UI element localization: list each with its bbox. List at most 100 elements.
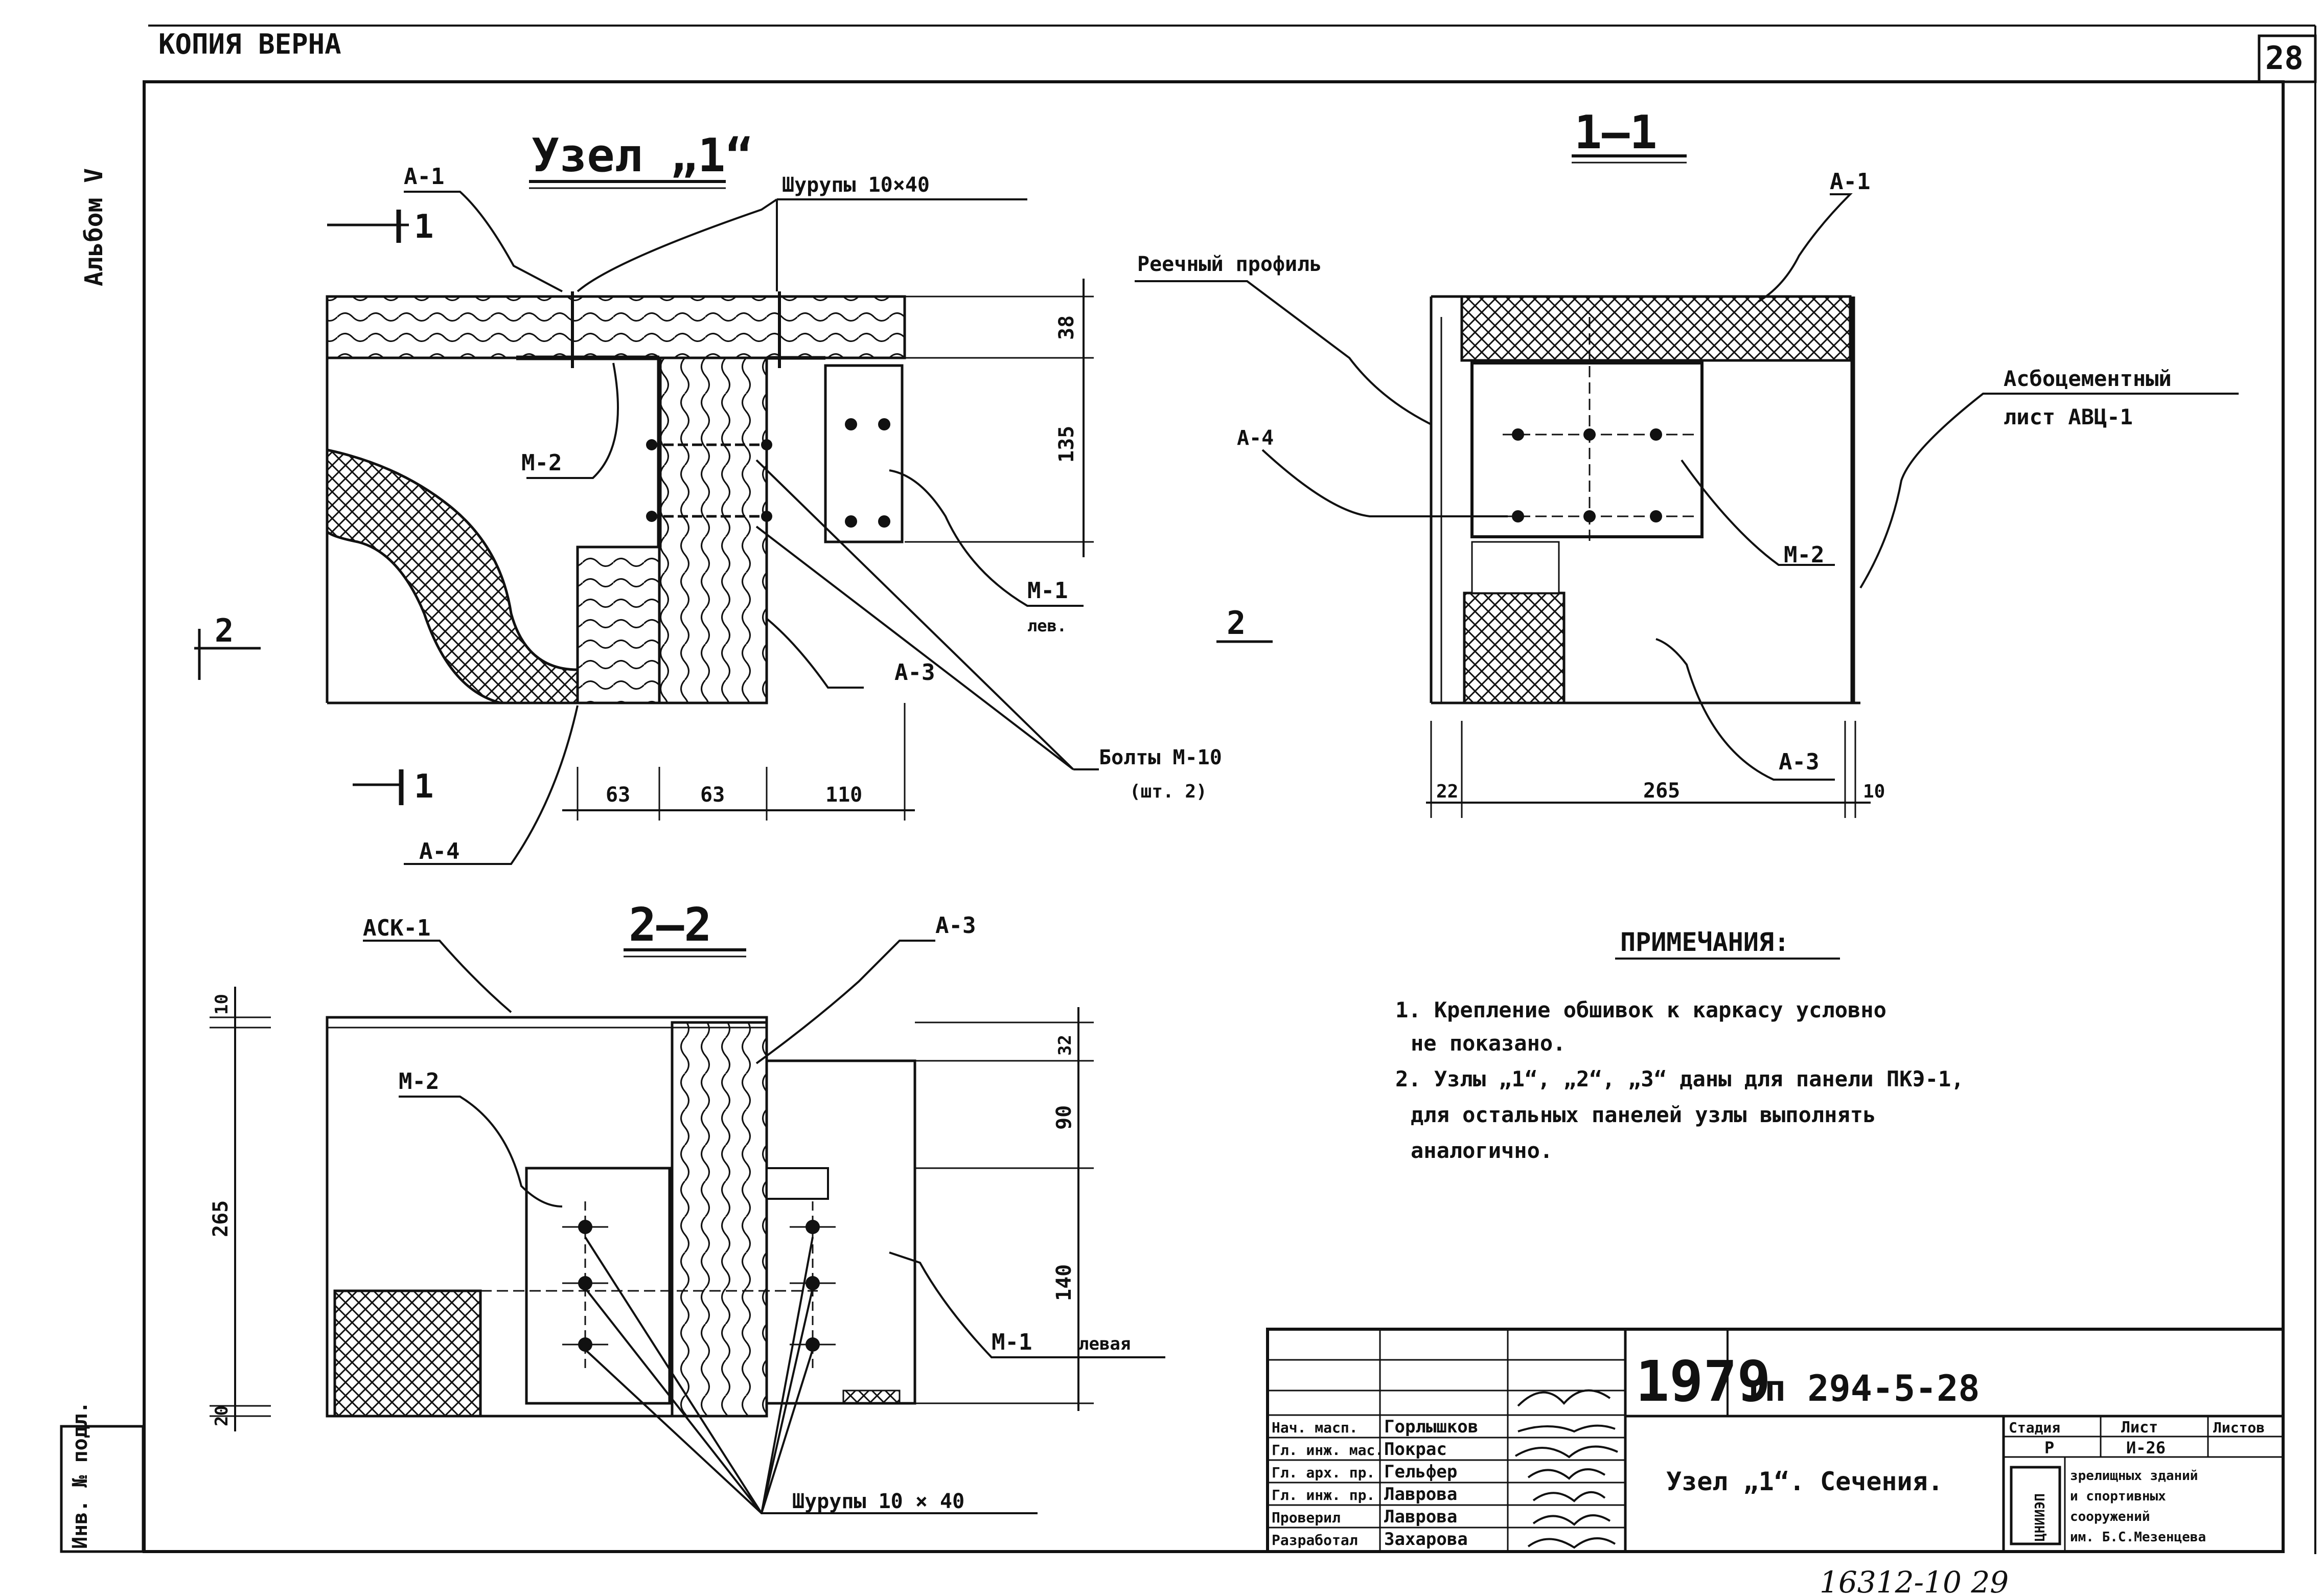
- plate-m1-2-2: [765, 1059, 916, 1405]
- node1-view: Узел „1“ 1 1: [194, 129, 1222, 865]
- section-1-1-view: 1—1 2 22 265 10 Реечный профиль: [1135, 106, 2239, 818]
- top-board: [326, 295, 906, 359]
- role-2: Гл. инж. мас.: [1272, 1442, 1384, 1459]
- label-m2-right: М-2: [1784, 542, 1824, 568]
- insulation-section: [1463, 591, 1566, 704]
- label-a4-right: А-4: [1237, 426, 1274, 450]
- signatures: [1514, 1389, 1618, 1549]
- inventory-label: Инв. № подл.: [68, 1401, 92, 1549]
- notes-heading: ПРИМЕЧАНИЯ:: [1620, 927, 1789, 957]
- org-line-1: зрелищных зданий: [2070, 1468, 2198, 1484]
- label-a3-left: А-3: [894, 659, 935, 686]
- label-ask1: АСК-1: [363, 915, 430, 941]
- dim-63b: 63: [700, 783, 725, 807]
- label-screws-bottom: Шурупы 10 × 40: [792, 1490, 964, 1513]
- album-label: Альбом V: [80, 168, 108, 286]
- label-m1-left-sub: лев.: [1027, 616, 1067, 635]
- dim-22: 22: [1436, 781, 1458, 802]
- stage-label: Стадия: [2009, 1419, 2060, 1436]
- section-2-2-view: 2—2 10 26: [209, 898, 1165, 1514]
- label-a1-right: А-1: [1830, 169, 1870, 195]
- label-rail-profile: Реечный профиль: [1137, 253, 1322, 276]
- org-line-4: им. Б.С.Мезенцева: [2070, 1530, 2206, 1545]
- role-1: Нач. масп.: [1272, 1419, 1358, 1436]
- dim-63a: 63: [606, 783, 630, 807]
- dim-10-right: 10: [1863, 781, 1885, 802]
- org-logo-text: ЦНИИЭП: [2033, 1493, 2048, 1541]
- doc-code: тп 294-5-28: [1743, 1368, 1980, 1409]
- cut-mark-bottom: 1: [414, 768, 434, 806]
- sheet-value: И-26: [2126, 1438, 2166, 1458]
- plate-m2-section: [1470, 361, 1704, 538]
- name-2: Покрас: [1384, 1439, 1447, 1460]
- label-bolts-sub: (шт. 2): [1130, 781, 1207, 802]
- cut2-mid-num: 2: [1227, 604, 1246, 642]
- label-a3-right: А-3: [1779, 749, 1819, 775]
- role-6: Разработал: [1272, 1532, 1358, 1549]
- name-5: Лаврова: [1384, 1507, 1457, 1527]
- label-m1-left: М-1: [1027, 578, 1068, 604]
- plate-m1: [824, 364, 904, 543]
- section11-title: 1—1: [1574, 106, 1658, 160]
- org-logo: [2010, 1466, 2061, 1545]
- role-5: Проверил: [1272, 1509, 1341, 1526]
- dim-90: 90: [1052, 1105, 1076, 1130]
- note-2a: 2. Узлы „1“, „2“, „3“ даны для панели ПК…: [1395, 1066, 1964, 1091]
- dim-20: 20: [212, 1405, 232, 1426]
- name-6: Захарова: [1384, 1529, 1468, 1550]
- sheet-number: 28: [2265, 39, 2304, 77]
- drawing-title: Узел „1“. Сечения.: [1666, 1467, 1943, 1496]
- section22-title: 2—2: [629, 898, 712, 952]
- note-1a: 1. Крепление обшивок к каркасу условно: [1395, 997, 1886, 1022]
- name-3: Гельфер: [1384, 1462, 1457, 1482]
- sheet-frame: [60, 25, 2317, 1554]
- label-m1-bottom: М-1: [992, 1329, 1032, 1355]
- post-2-2: [671, 1021, 768, 1418]
- org-line-3: сооружений: [2070, 1509, 2150, 1524]
- name-4: Лаврова: [1384, 1484, 1457, 1505]
- dim-110: 110: [825, 783, 862, 807]
- label-m1-bottom-sub: левая: [1078, 1334, 1131, 1354]
- role-3: Гл. арх. пр.: [1272, 1464, 1375, 1481]
- dim-265: 265: [1643, 779, 1680, 803]
- note-1b: не показано.: [1411, 1031, 1566, 1056]
- archive-number: 16312-10 29: [1820, 1565, 2009, 1594]
- label-m2-bottom: М-2: [399, 1068, 439, 1095]
- sheet-label: Лист: [2121, 1419, 2158, 1437]
- name-1: Горлышков: [1384, 1417, 1478, 1437]
- bolt-marks-2-2: [562, 1201, 836, 1370]
- label-a1-left: А-1: [404, 164, 444, 190]
- stage-value: Р: [2044, 1438, 2054, 1458]
- label-a3-bottom: А-3: [935, 913, 976, 939]
- sheets-label: Листов: [2213, 1419, 2265, 1436]
- label-asb-1: Асбоцементный: [2004, 366, 2172, 391]
- vertical-post: [658, 356, 768, 704]
- year: 1979: [1636, 1349, 1771, 1414]
- node1-title: Узел „1“: [532, 129, 753, 183]
- role-4: Гл. инж. пр.: [1272, 1487, 1375, 1504]
- insulation: [326, 448, 579, 704]
- dim-265-vertical: 265: [209, 1200, 233, 1237]
- dim-140: 140: [1052, 1264, 1076, 1301]
- notes-block: ПРИМЕЧАНИЯ: 1. Крепление обшивок к карка…: [1395, 927, 1964, 1163]
- stamp-copy-true: КОПИЯ ВЕРНА: [158, 28, 341, 60]
- label-screws-top: Шурупы 10×40: [782, 173, 930, 197]
- small-block: [576, 545, 661, 704]
- dim-10-top: 10: [212, 994, 232, 1015]
- dim-135: 135: [1055, 426, 1078, 463]
- title-block: 1979 тп 294-5-28 Узел „1“. Сечения. Нач.…: [1266, 1328, 2285, 1553]
- cut2-left-num: 2: [215, 612, 234, 649]
- label-asb-2: лист АВЦ-1: [2004, 404, 2133, 429]
- dim-32: 32: [1055, 1035, 1075, 1056]
- top-board-section: [1460, 295, 1852, 362]
- note-2c: аналогично.: [1411, 1138, 1553, 1163]
- note-2b: для остальных панелей узлы выполнять: [1411, 1102, 1876, 1127]
- cut-mark-top: 1: [414, 208, 434, 246]
- label-a4-left: А-4: [419, 838, 459, 864]
- label-m2-left: М-2: [521, 450, 562, 476]
- dim-38: 38: [1055, 315, 1078, 340]
- org-line-2: и спортивных: [2070, 1489, 2166, 1504]
- label-bolts: Болты М-10: [1099, 746, 1222, 769]
- insulation-2-2: [333, 1289, 482, 1418]
